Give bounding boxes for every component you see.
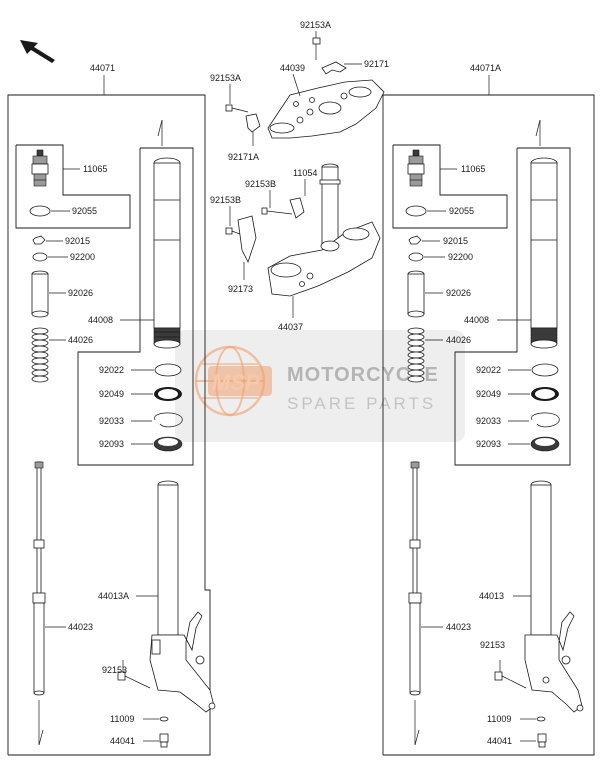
spring-part-right: [407, 327, 425, 383]
label-cap-bolt: 11065: [83, 164, 107, 174]
label-stem: 11054: [293, 168, 317, 178]
label-drain-bolt: 44041: [110, 736, 135, 746]
outer-tube-part-right: [530, 157, 558, 349]
label-stem-bolt: 92153B: [245, 179, 276, 189]
left-fork-assembly: 44071 11065 92055 92015 92200 92026: [7, 63, 216, 756]
assembly-label-left: 44071: [90, 63, 115, 73]
bolt-part-right: [494, 671, 527, 689]
bolt-part: [117, 671, 151, 689]
watermark: MSP MOTORCYCLE SPARE PARTS: [175, 330, 465, 442]
bushing-part: [154, 363, 182, 377]
label-dust-seal: 92093: [99, 439, 124, 449]
label-bolt-right: 92153: [480, 640, 505, 650]
label-oil-seal-right: 92049: [476, 389, 501, 399]
label-washer: 92200: [70, 252, 95, 262]
label-o-ring: 92055: [72, 206, 97, 216]
label-upper-bracket: 44039: [280, 63, 305, 73]
upper-clamp-bolt-part: [321, 61, 347, 75]
o-ring-part-right: [405, 205, 427, 217]
label-left-bolt: 92153A: [210, 73, 241, 83]
drain-bolt-part-right: [537, 733, 547, 748]
spring-part: [31, 327, 49, 383]
watermark-logo: MSP: [194, 345, 272, 417]
nut-part: [32, 235, 46, 245]
clamp-part: [237, 215, 257, 264]
left-clamp-part: [245, 113, 261, 133]
label-inner-tube-right: 44013: [479, 591, 504, 601]
collar-part: [31, 270, 49, 318]
label-collar: 92026: [68, 288, 93, 298]
label-circlip: 92033: [99, 416, 124, 426]
oil-seal-part: [154, 387, 182, 401]
washer-part-right: [408, 252, 424, 262]
label-gasket-right: 11009: [487, 714, 511, 724]
upper-bolt-part: [312, 37, 321, 60]
nut-part-right: [408, 235, 422, 245]
label-left-clamp: 92171A: [228, 152, 259, 162]
label-oil-seal: 92049: [99, 389, 124, 399]
gasket-part-right: [536, 716, 546, 722]
drain-bolt-part: [159, 733, 169, 748]
dust-seal-part-right: [530, 436, 560, 452]
collar-part-right: [407, 270, 425, 318]
label-nut: 92015: [65, 236, 90, 246]
dust-seal-part: [153, 436, 183, 452]
label-dust-seal-right: 92093: [476, 439, 501, 449]
label-cylinder: 44023: [68, 622, 93, 632]
label-inner-tube: 44013A: [98, 591, 129, 601]
label-o-ring-right: 92055: [449, 206, 474, 216]
outer-tube-part: [153, 157, 181, 349]
stem-part: [319, 163, 341, 246]
steering-assembly: 44039 92153A 92171 92153A 92171A: [210, 20, 389, 332]
circlip-part-right: [531, 412, 560, 428]
label-clamp: 92173: [228, 284, 253, 294]
label-washer-right: 92200: [448, 252, 473, 262]
upper-bracket-part: [267, 79, 385, 139]
watermark-logo-text: MSP: [212, 370, 260, 395]
label-upper-clamp-bolt: 92171: [364, 59, 389, 69]
label-bushing: 92022: [99, 365, 124, 375]
gasket-part: [159, 716, 169, 722]
label-bolt: 92153: [102, 665, 127, 675]
label-outer-tube: 44008: [88, 315, 113, 325]
left-bolt-part: [225, 104, 249, 113]
label-cap-bolt-right: 11065: [461, 164, 485, 174]
label-lower-bracket: 44037: [278, 322, 303, 332]
cylinder-part: [32, 461, 46, 696]
label-collar-right: 92026: [446, 288, 471, 298]
washer-part: [32, 252, 48, 262]
watermark-subtitle: SPARE PARTS: [287, 394, 436, 413]
label-nut-right: 92015: [443, 236, 468, 246]
label-spring: 44026: [68, 335, 93, 345]
label-cylinder-right: 44023: [446, 622, 471, 632]
inner-tube-part: [149, 480, 216, 713]
o-ring-part: [29, 205, 51, 217]
watermark-title: MOTORCYCLE: [287, 364, 439, 386]
label-gasket: 11009: [110, 714, 134, 724]
lower-bracket-part: [267, 221, 381, 297]
label-drain-bolt-right: 44041: [487, 736, 512, 746]
label-spring-right: 44026: [446, 335, 471, 345]
cap-bolt-part: [31, 149, 49, 187]
front-arrow-icon: [20, 40, 55, 63]
oil-seal-part-right: [531, 387, 559, 401]
stem-bolt-part: [261, 197, 305, 219]
label-clamp-bolt: 92153B: [210, 195, 241, 205]
right-fork-assembly: 44071A 11065 92055 92015 92200 92026: [382, 63, 595, 756]
cylinder-part-right: [408, 461, 422, 696]
label-bushing-right: 92022: [476, 365, 501, 375]
circlip-part: [154, 412, 183, 428]
label-circlip-right: 92033: [476, 416, 501, 426]
inner-tube-part-right: [524, 480, 584, 713]
label-outer-tube-right: 44008: [464, 315, 489, 325]
label-upper-bolt: 92153A: [300, 20, 331, 30]
cap-bolt-part-right: [407, 149, 425, 187]
bushing-part-right: [531, 363, 559, 377]
assembly-label-right: 44071A: [470, 63, 501, 73]
